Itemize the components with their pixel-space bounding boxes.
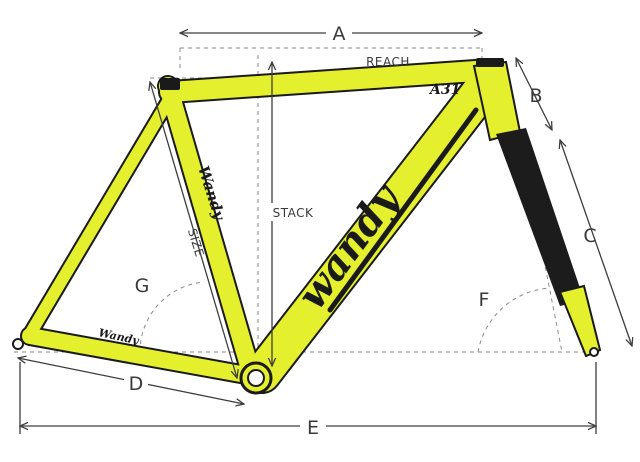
seat-tube (159, 77, 261, 385)
front-dropout (589, 347, 599, 357)
angle-g-arc (139, 281, 205, 353)
seat-clamp (160, 78, 180, 90)
seat-stay (24, 92, 176, 340)
brand-logo-down-tube: wandy (288, 174, 410, 318)
label-g: G (135, 275, 150, 297)
label-b: B (529, 85, 542, 107)
label-stack: STACK (273, 206, 314, 220)
fork-tip (558, 284, 602, 358)
down-tube (244, 64, 506, 392)
rear-dropout (12, 338, 24, 350)
model-badge: A31 (428, 82, 460, 98)
label-reach: REACH (366, 55, 410, 69)
label-a: A (333, 23, 346, 45)
dimension-labels: A REACH B C STACK SIZE G F D E (124, 22, 597, 439)
label-c: C (583, 225, 596, 247)
label-e: E (307, 417, 319, 439)
head-angle-guide (535, 219, 563, 353)
label-d: D (129, 373, 144, 395)
dimension-b-line (516, 58, 552, 130)
label-f: F (479, 289, 490, 311)
bike-frame: A31 Wandy wandy Wandy (12, 58, 602, 395)
head-tube (472, 60, 522, 142)
headset-cap (476, 58, 504, 67)
fork (496, 128, 584, 306)
dimension-c-line (560, 140, 632, 346)
angle-f-arc (477, 287, 551, 353)
dimension-size-line (150, 82, 237, 378)
